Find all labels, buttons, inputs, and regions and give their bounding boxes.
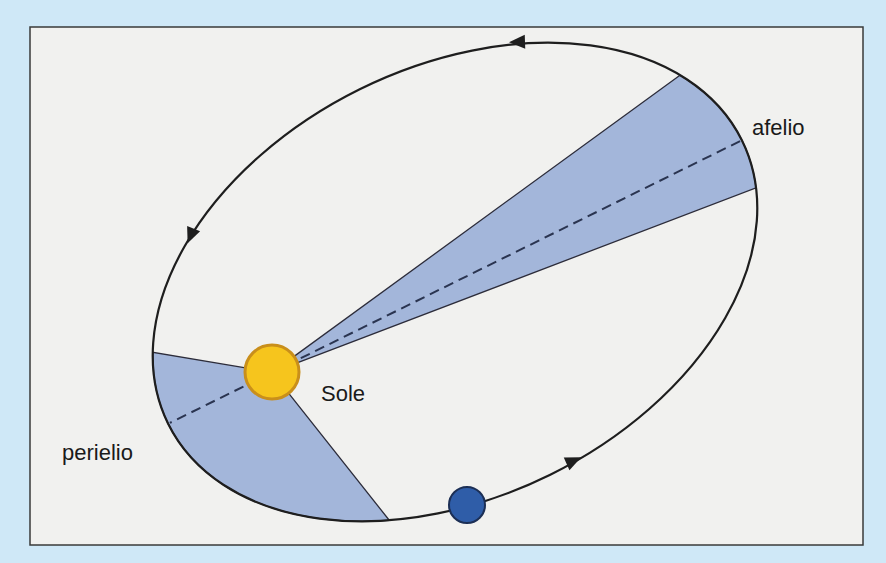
orbit-label: perielio	[62, 441, 133, 465]
orbit-ellipse	[73, 0, 837, 563]
orbit-arrow	[564, 451, 584, 470]
orbit-arrow	[181, 226, 200, 246]
major-axis	[272, 141, 740, 372]
orbit-label: Sole	[321, 382, 365, 406]
sun	[245, 345, 299, 399]
planet	[449, 487, 485, 523]
orbit-label: afelio	[752, 116, 805, 140]
frame-box	[30, 27, 863, 545]
orbit-arrow	[509, 35, 525, 50]
